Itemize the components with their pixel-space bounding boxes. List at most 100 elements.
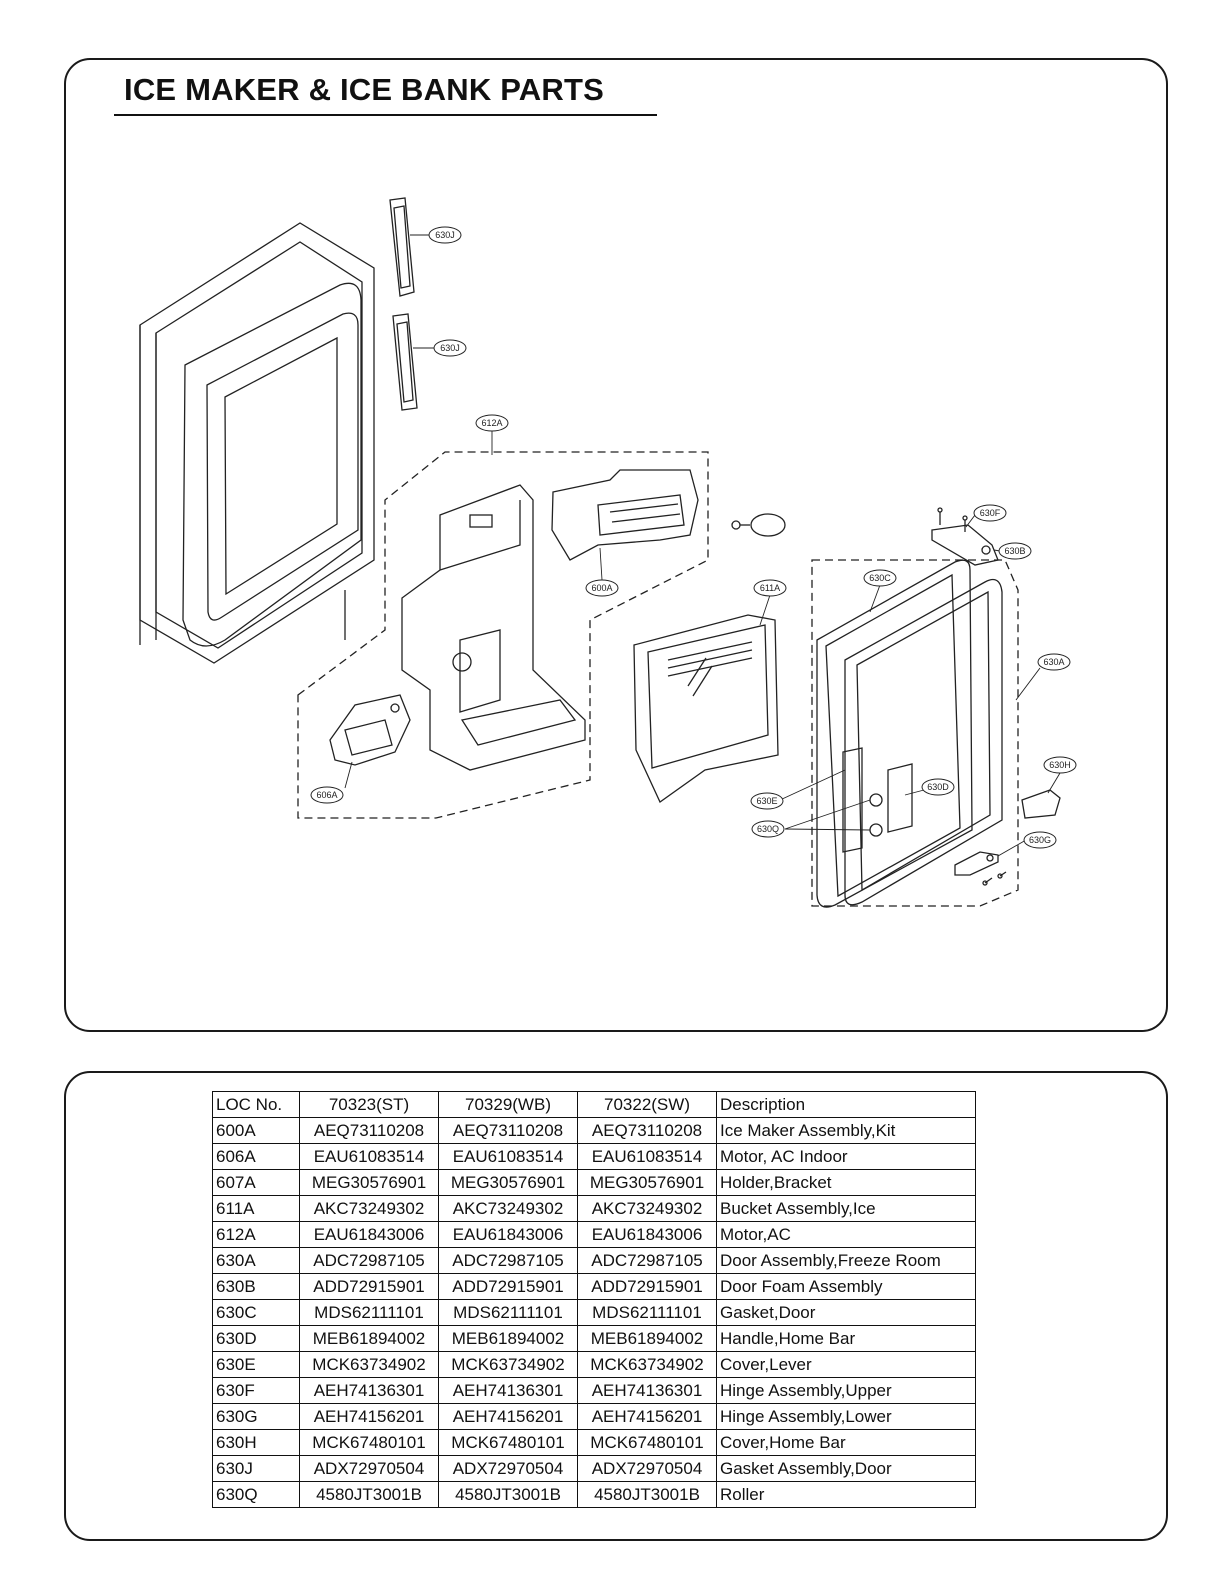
- callout-630j-lower: 630J: [440, 343, 460, 353]
- part-st-cell: ADC72987105: [299, 1247, 439, 1274]
- ice-bank-housing-drawing: [401, 484, 586, 771]
- description-cell: Hinge Assembly,Upper: [716, 1377, 976, 1404]
- part-st-cell: MEB61894002: [299, 1325, 439, 1352]
- header-model-st: 70323(ST): [299, 1091, 439, 1118]
- part-wb-cell: AKC73249302: [438, 1195, 578, 1222]
- loc-cell: 630H: [212, 1429, 300, 1456]
- part-sw-cell: AEH74136301: [577, 1377, 717, 1404]
- loc-cell: 630C: [212, 1299, 300, 1326]
- part-wb-cell: MDS62111101: [438, 1299, 578, 1326]
- loc-cell: 606A: [212, 1143, 300, 1170]
- part-wb-cell: EAU61843006: [438, 1221, 578, 1248]
- part-sw-cell: EAU61843006: [577, 1221, 717, 1248]
- part-wb-cell: AEQ73110208: [438, 1117, 578, 1144]
- part-st-cell: AEH74156201: [299, 1403, 439, 1430]
- callout-630h: 630H: [1049, 760, 1071, 770]
- callout-630q: 630Q: [757, 824, 779, 834]
- callout-630d: 630D: [927, 782, 949, 792]
- description-cell: Gasket Assembly,Door: [716, 1455, 976, 1482]
- callout-606a: 606A: [316, 790, 337, 800]
- part-sw-cell: ADD72915901: [577, 1273, 717, 1300]
- motor-drawing: [329, 694, 411, 766]
- description-cell: Motor, AC Indoor: [716, 1143, 976, 1170]
- loc-cell: 611A: [212, 1195, 300, 1222]
- door-frame-drawing: [139, 222, 375, 664]
- description-cell: Ice Maker Assembly,Kit: [716, 1117, 976, 1144]
- part-sw-cell: MEB61894002: [577, 1325, 717, 1352]
- gasket-parts-drawing: [389, 197, 418, 411]
- loc-cell: 612A: [212, 1221, 300, 1248]
- parts-table: LOC No. 70323(ST) 70329(WB) 70322(SW) De…: [212, 1091, 976, 1508]
- callout-bubbles: [310, 226, 1077, 849]
- motor-group-outline: [297, 451, 709, 819]
- home-bar-door-drawing: [811, 559, 1019, 908]
- part-st-cell: ADD72915901: [299, 1273, 439, 1300]
- part-wb-cell: AEH74136301: [438, 1377, 578, 1404]
- callout-611a: 611A: [760, 583, 780, 593]
- header-model-sw: 70322(SW): [577, 1091, 717, 1118]
- callout-630g: 630G: [1029, 835, 1051, 845]
- part-sw-cell: ADC72987105: [577, 1247, 717, 1274]
- callout-630c: 630C: [869, 573, 891, 583]
- part-sw-cell: MCK67480101: [577, 1429, 717, 1456]
- callout-630j-upper: 630J: [435, 230, 455, 240]
- part-sw-cell: AKC73249302: [577, 1195, 717, 1222]
- callout-630f: 630F: [980, 508, 1001, 518]
- exploded-parts-diagram: 630J 630J 612A 600A 611A 630F 630B 630C …: [139, 197, 1077, 908]
- description-cell: Door Assembly,Freeze Room: [716, 1247, 976, 1274]
- description-cell: Motor,AC: [716, 1221, 976, 1248]
- part-sw-cell: EAU61083514: [577, 1143, 717, 1170]
- description-cell: Roller: [716, 1481, 976, 1508]
- callout-630e: 630E: [756, 796, 777, 806]
- part-wb-cell: MEG30576901: [438, 1169, 578, 1196]
- loc-cell: 630G: [212, 1403, 300, 1430]
- part-sw-cell: MEG30576901: [577, 1169, 717, 1196]
- part-st-cell: MEG30576901: [299, 1169, 439, 1196]
- callout-leaders: [344, 234, 1061, 857]
- header-model-wb: 70329(WB): [438, 1091, 578, 1118]
- part-st-cell: MDS62111101: [299, 1299, 439, 1326]
- loc-cell: 630J: [212, 1455, 300, 1482]
- description-cell: Door Foam Assembly: [716, 1273, 976, 1300]
- ice-bucket-drawing: [633, 614, 779, 803]
- part-sw-cell: MCK63734902: [577, 1351, 717, 1378]
- loc-cell: 630Q: [212, 1481, 300, 1508]
- part-wb-cell: MCK67480101: [438, 1429, 578, 1456]
- hinge-parts-drawing: [931, 507, 1061, 886]
- header-loc-no: LOC No.: [212, 1091, 300, 1118]
- title-underline: [114, 114, 657, 116]
- loc-cell: 630E: [212, 1351, 300, 1378]
- part-wb-cell: 4580JT3001B: [438, 1481, 578, 1508]
- table-header-row: LOC No. 70323(ST) 70329(WB) 70322(SW) De…: [212, 1091, 976, 1118]
- part-wb-cell: AEH74156201: [438, 1403, 578, 1430]
- part-st-cell: 4580JT3001B: [299, 1481, 439, 1508]
- loc-cell: 630A: [212, 1247, 300, 1274]
- part-wb-cell: ADC72987105: [438, 1247, 578, 1274]
- part-wb-cell: ADX72970504: [438, 1455, 578, 1482]
- part-sw-cell: MDS62111101: [577, 1299, 717, 1326]
- part-wb-cell: MEB61894002: [438, 1325, 578, 1352]
- loc-cell: 607A: [212, 1169, 300, 1196]
- part-wb-cell: ADD72915901: [438, 1273, 578, 1300]
- part-sw-cell: AEQ73110208: [577, 1117, 717, 1144]
- callout-612a: 612A: [481, 418, 502, 428]
- part-sw-cell: 4580JT3001B: [577, 1481, 717, 1508]
- loc-cell: 630B: [212, 1273, 300, 1300]
- description-cell: Hinge Assembly,Lower: [716, 1403, 976, 1430]
- callout-600a: 600A: [591, 583, 612, 593]
- ice-maker-drawing: [551, 469, 699, 561]
- description-cell: Gasket,Door: [716, 1299, 976, 1326]
- page-title: ICE MAKER & ICE BANK PARTS: [124, 72, 604, 107]
